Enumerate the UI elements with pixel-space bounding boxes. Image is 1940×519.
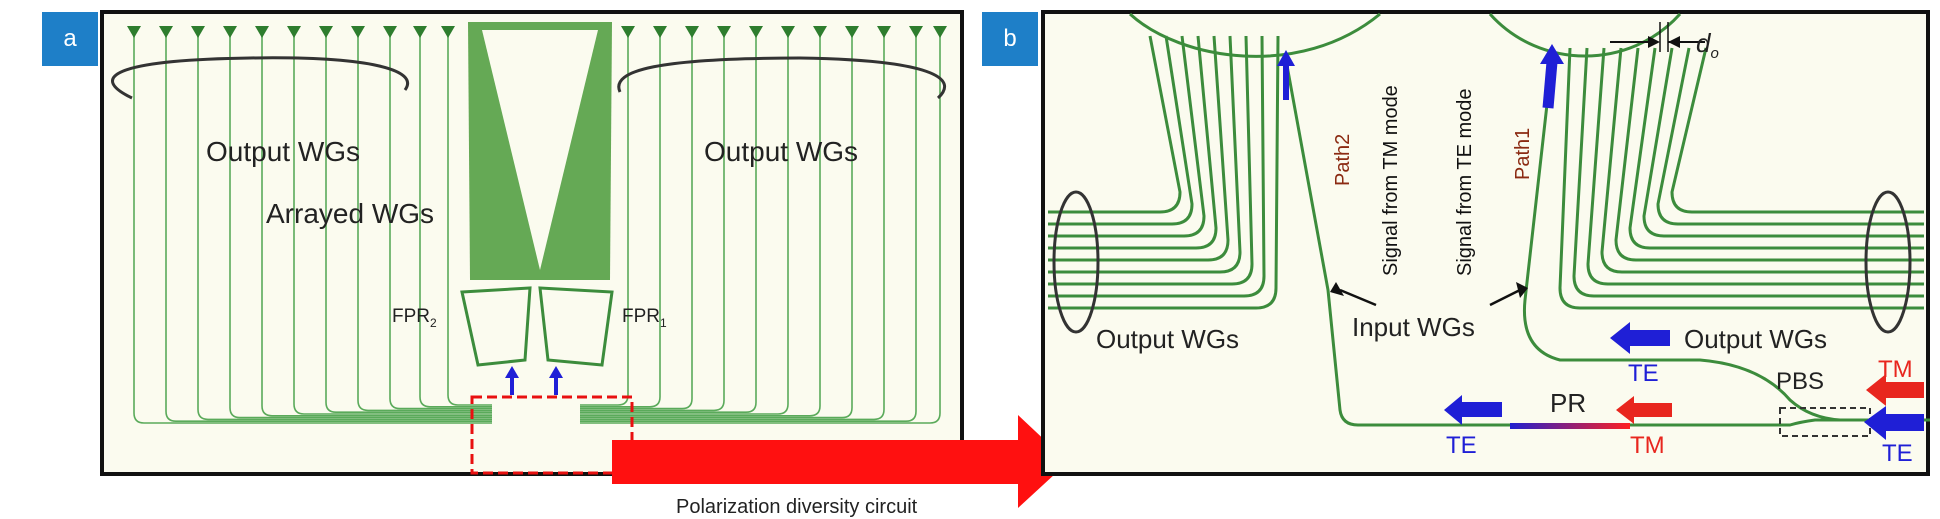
panel-a-arrayed-wgs: Arrayed WGs bbox=[266, 198, 435, 229]
tm-bottom-label: TM bbox=[1630, 432, 1665, 459]
signal-tm-label: Signal from TM mode bbox=[1380, 85, 1402, 276]
panel-b-output-wgs-left: Output WGs bbox=[1096, 324, 1240, 354]
fpr1-shape bbox=[538, 286, 614, 367]
panel-a-badge: a bbox=[42, 12, 98, 66]
te-upper-label: TE bbox=[1628, 360, 1659, 387]
te-right-bottom-label: TE bbox=[1882, 440, 1913, 467]
panel-a-caption: Polarization diversity circuit bbox=[676, 496, 918, 518]
path2-label: Path2 bbox=[1332, 133, 1354, 186]
panel-b-output-wgs-right: Output WGs bbox=[1684, 324, 1828, 354]
pbs-label: PBS bbox=[1776, 368, 1825, 395]
d-label: do bbox=[1696, 28, 1719, 63]
signal-te-label: Signal from TE mode bbox=[1454, 88, 1476, 277]
panel-a-output-wgs-left: Output WGs bbox=[206, 136, 361, 167]
panel-b-badge: b bbox=[982, 12, 1038, 66]
zoom-arrow bbox=[612, 415, 1068, 508]
path1-label: Path1 bbox=[1512, 127, 1534, 180]
fpr1-label: FPR1 bbox=[622, 306, 667, 330]
fpr2-shape bbox=[460, 286, 532, 367]
tm-right-label: TM bbox=[1878, 356, 1913, 383]
panel-b-chip bbox=[1041, 10, 1930, 476]
panel-a-chip bbox=[100, 10, 964, 476]
pr-label: PR bbox=[1550, 388, 1587, 418]
panel-a-output-wgs-right: Output WGs bbox=[704, 136, 859, 167]
input-wgs-label: Input WGs bbox=[1352, 312, 1475, 342]
te-left-bottom-label: TE bbox=[1446, 432, 1477, 459]
fpr2-label: FPR2 bbox=[392, 306, 437, 330]
